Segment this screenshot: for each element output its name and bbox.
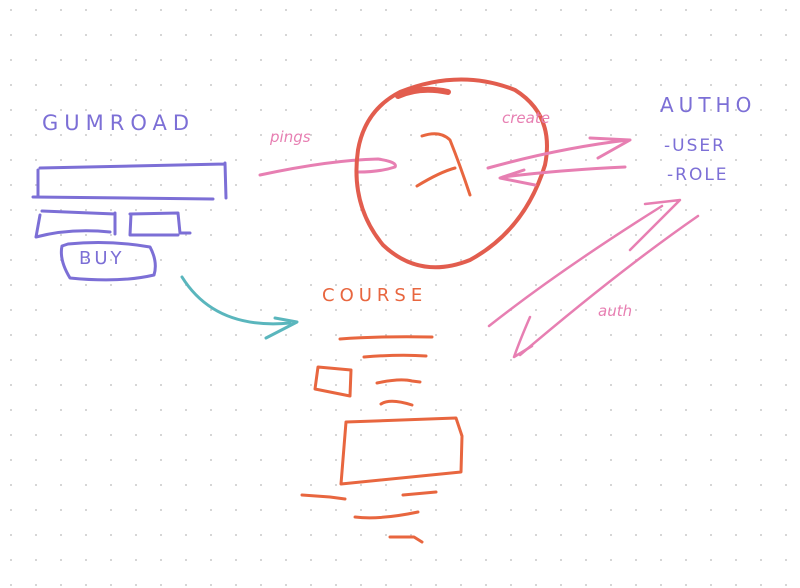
gumroad-title: GUMROAD bbox=[42, 111, 196, 135]
course-line-1 bbox=[338, 335, 434, 341]
course-line-6 bbox=[401, 490, 438, 497]
course-line-7 bbox=[353, 510, 420, 520]
course-title: COURSE bbox=[322, 285, 428, 306]
auth-arrows bbox=[487, 198, 700, 359]
buy-button-outline bbox=[59, 241, 157, 282]
course-line-5 bbox=[300, 493, 347, 501]
lambda-icon bbox=[415, 132, 472, 197]
lambda-circle bbox=[354, 77, 549, 270]
pings-arrow bbox=[258, 157, 397, 177]
autho-item-user: -USER bbox=[664, 136, 726, 156]
teal-arrow-to-course bbox=[180, 275, 299, 340]
course-line-8 bbox=[388, 535, 424, 544]
autho-item-role: -ROLE bbox=[667, 165, 729, 185]
buy-button[interactable]: BUY bbox=[79, 248, 125, 269]
auth-label: auth bbox=[598, 302, 633, 320]
create-arrows bbox=[486, 136, 632, 187]
gumroad-mockup bbox=[31, 161, 228, 282]
gumroad-input-box bbox=[31, 161, 228, 201]
course-thumbnail bbox=[313, 365, 353, 398]
course-line-4 bbox=[379, 399, 414, 407]
course-line-2 bbox=[362, 353, 428, 359]
create-label: create bbox=[502, 109, 550, 127]
course-content-box bbox=[339, 416, 464, 486]
gumroad-small-box-2 bbox=[128, 211, 192, 237]
course-line-3 bbox=[375, 378, 422, 385]
autho-title: AUTHO bbox=[660, 93, 757, 117]
pings-label: pings bbox=[270, 128, 311, 146]
gumroad-small-box-1 bbox=[34, 209, 117, 239]
course-mockup bbox=[300, 335, 464, 544]
